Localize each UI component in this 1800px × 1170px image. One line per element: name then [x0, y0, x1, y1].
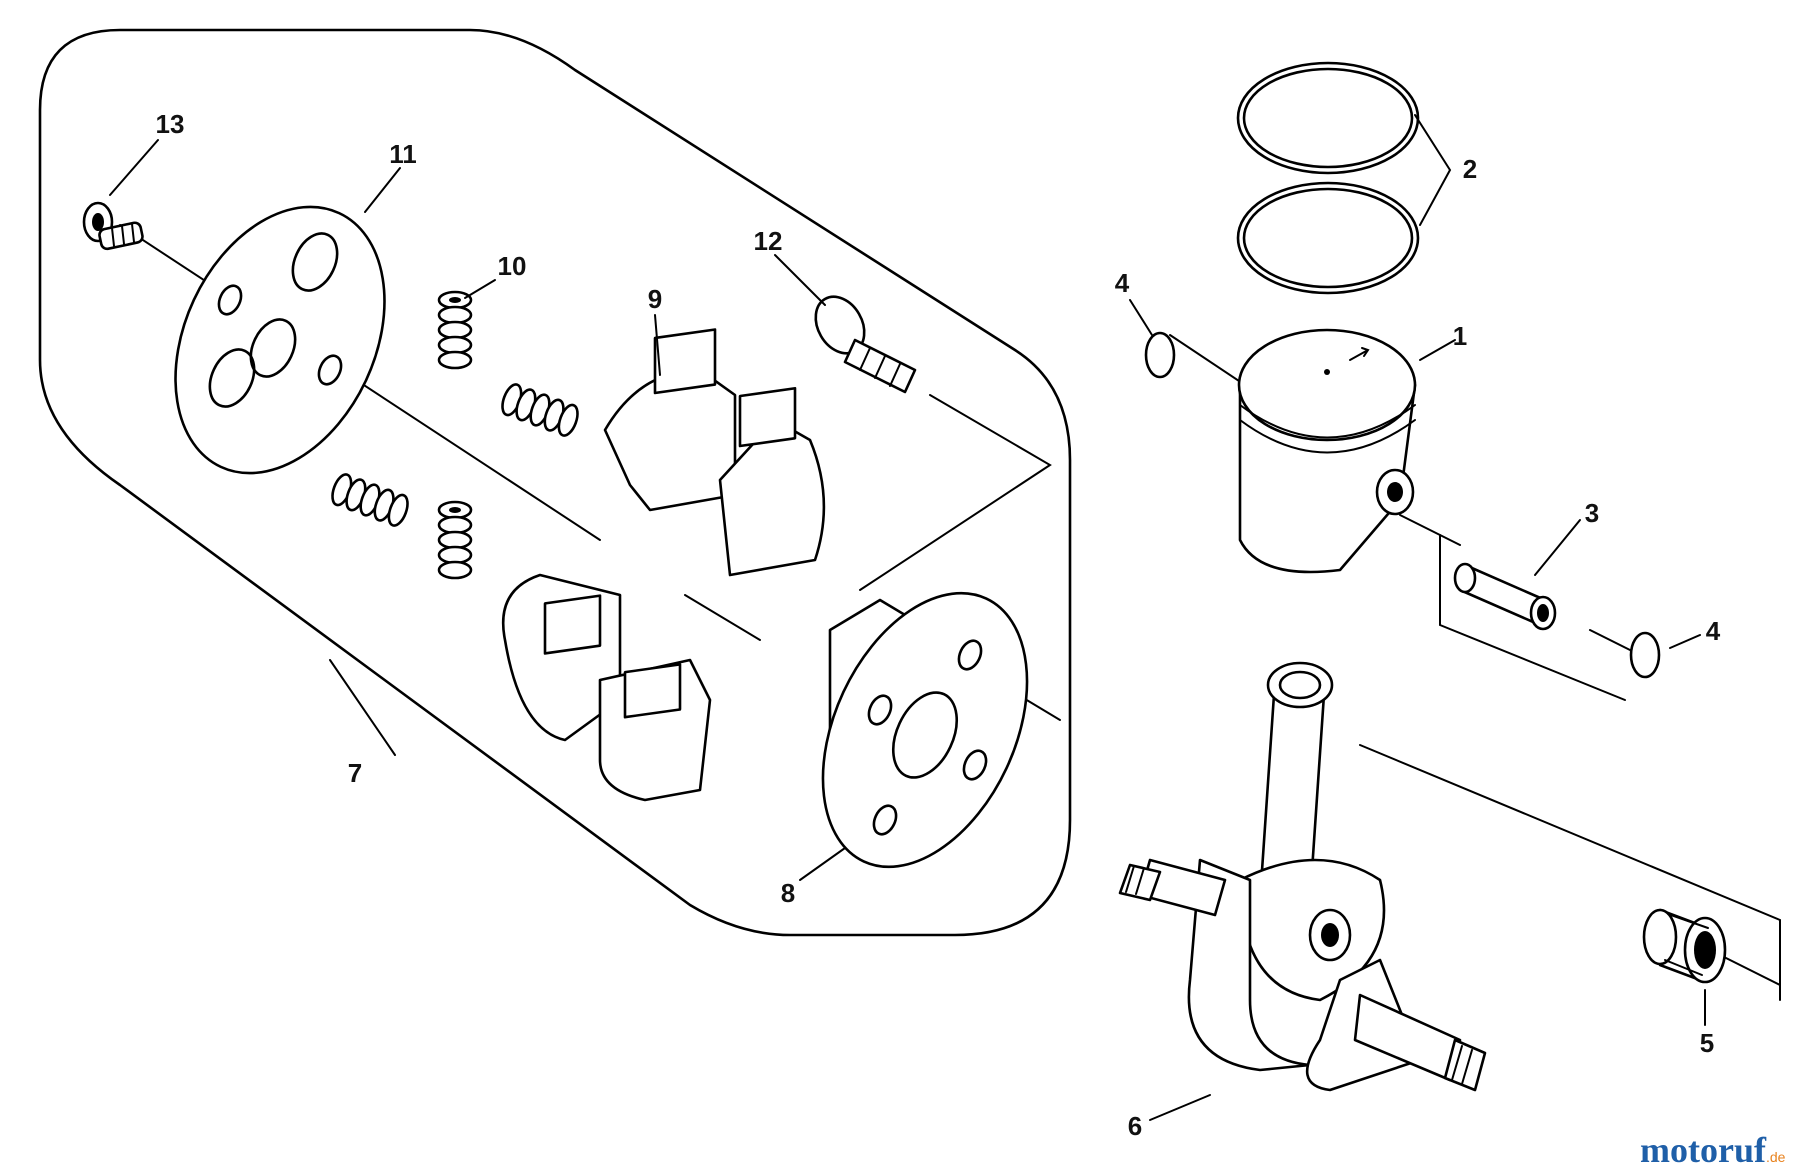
callout-3: 3: [1585, 498, 1599, 528]
assembly-lines: [119, 224, 1781, 1001]
part-12-bolt: [814, 295, 917, 394]
watermark-brand: motoruf: [1640, 1130, 1767, 1170]
part-2-piston-rings: [1236, 61, 1420, 295]
leader-lines: [109, 114, 1706, 1121]
callout-13: 13: [156, 109, 185, 139]
part-6-crankshaft: [1118, 661, 1487, 1092]
callout-6: 6: [1128, 1111, 1142, 1141]
part-8-clutch-hub: [821, 591, 1029, 869]
callout-8: 8: [781, 878, 795, 908]
part-11-clutch-plate: [174, 205, 386, 475]
callout-7: 7: [348, 758, 362, 788]
callouts: 1 2 3 4 4 5 6 7 8 9 10 11 12 13: [156, 109, 1721, 1141]
callout-12: 12: [754, 226, 783, 256]
part-1-piston: [1237, 328, 1417, 574]
part-10-springs: [331, 290, 579, 580]
callout-11: 11: [389, 139, 417, 169]
svg-text:motoruf.de: motoruf.de: [1640, 1130, 1786, 1170]
callout-5: 5: [1700, 1028, 1714, 1058]
part-13-screw: [82, 201, 144, 251]
callout-4b: 4: [1706, 616, 1721, 646]
callout-2: 2: [1463, 154, 1477, 184]
callout-1: 1: [1453, 321, 1467, 351]
callout-10: 10: [498, 251, 527, 281]
part-4-circlip: [1144, 331, 1661, 679]
part-5-needle-bearing: [1642, 908, 1727, 984]
callout-4a: 4: [1115, 268, 1130, 298]
callout-9: 9: [648, 284, 662, 314]
watermark-logo: motoruf.de: [1640, 1130, 1786, 1170]
clutch-assembly-outline: [38, 28, 1072, 937]
part-9-clutch-shoes: [501, 328, 826, 802]
watermark-tld: .de: [1766, 1149, 1786, 1165]
part-3-piston-pin: [1453, 562, 1557, 631]
